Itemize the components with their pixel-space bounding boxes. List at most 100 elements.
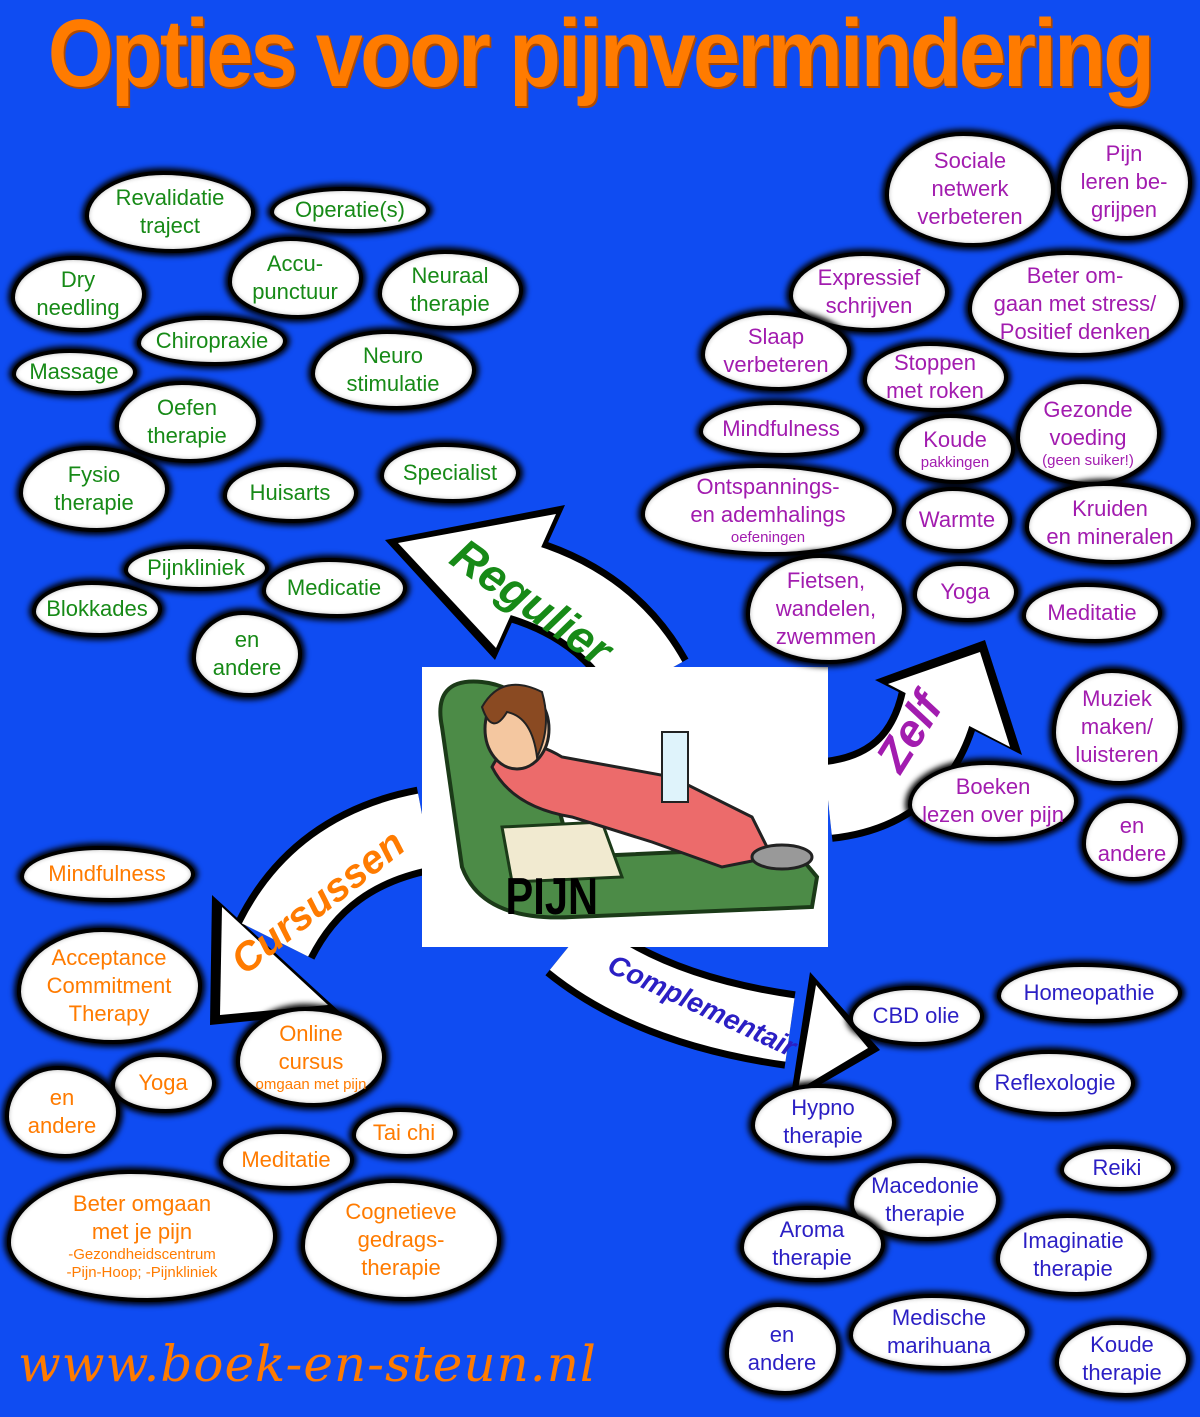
cloud-complementair-item: Homeopathie bbox=[996, 963, 1182, 1023]
cloud-label: Huisarts bbox=[249, 480, 331, 505]
cloud-cursussen-item: en andere bbox=[4, 1066, 120, 1158]
pijn-label: PIJN bbox=[505, 868, 599, 926]
cloud-zelf-item: Yoga bbox=[912, 562, 1018, 622]
cloud-regulier-item: en andere bbox=[192, 611, 302, 697]
cloud-label: Ontspannings- en ademhalings bbox=[690, 474, 846, 527]
cloud-zelf-item: Fietsen, wandelen, zwemmen bbox=[746, 554, 906, 664]
cloud-zelf-item: Gezonde voeding (geen suiker!) bbox=[1015, 380, 1161, 486]
cloud-zelf-item: Kruiden en mineralen bbox=[1025, 482, 1195, 564]
cloud-zelf-item: Warmte bbox=[902, 487, 1012, 553]
cloud-label: Warmte bbox=[918, 507, 996, 532]
cloud-regulier-item: Specialist bbox=[380, 443, 520, 503]
cloud-label: Hypno therapie bbox=[783, 1095, 863, 1148]
cloud-label: Massage bbox=[29, 359, 119, 384]
cloud-label: Accu- punctuur bbox=[252, 251, 338, 304]
cloud-label: Cognetieve gedrags- therapie bbox=[345, 1199, 457, 1280]
cloud-label: Mindfulness bbox=[48, 861, 166, 886]
cloud-label: Yoga bbox=[940, 579, 990, 604]
cloud-label: en andere bbox=[1097, 813, 1167, 866]
cloud-cursussen-item: Online cursus omgaan met pijn bbox=[236, 1007, 386, 1107]
cloud-label: Oefen therapie bbox=[147, 395, 227, 448]
cloud-sublabel: (geen suiker!) bbox=[1042, 452, 1134, 469]
cloud-label: Beter om- gaan met stress/ Positief denk… bbox=[993, 263, 1157, 344]
cloud-cursussen-item: Yoga bbox=[110, 1053, 216, 1113]
cloud-complementair-item: Hypno therapie bbox=[750, 1084, 896, 1160]
cloud-cursussen-item: Cognetieve gedrags- therapie bbox=[301, 1179, 501, 1301]
cloud-label: Chiropraxie bbox=[155, 328, 269, 353]
cloud-label: Imaginatie therapie bbox=[1022, 1228, 1124, 1281]
cloud-label: Revalidatie traject bbox=[115, 185, 225, 238]
cloud-label: Beter omgaan met je pijn bbox=[72, 1191, 212, 1244]
cloud-label: Muziek maken/ luisteren bbox=[1075, 686, 1159, 767]
cloud-label: Pijn leren be- grijpen bbox=[1080, 141, 1168, 222]
cloud-label: Acceptance Commitment Therapy bbox=[46, 945, 172, 1026]
cloud-zelf-item: Ontspannings- en ademhalings oefeningen bbox=[640, 464, 896, 556]
cloud-zelf-item: Sociale netwerk verbeteren bbox=[885, 131, 1055, 247]
cloud-zelf-item: Stoppen met roken bbox=[862, 342, 1008, 412]
cloud-label: Stoppen met roken bbox=[886, 350, 984, 403]
cloud-label: Reflexologie bbox=[994, 1070, 1116, 1095]
cloud-label: Slaap verbeteren bbox=[723, 324, 829, 377]
cloud-zelf-item: en andere bbox=[1082, 799, 1182, 881]
cloud-complementair-item: Imaginatie therapie bbox=[995, 1214, 1151, 1296]
cloud-regulier-item: Revalidatie traject bbox=[85, 171, 255, 253]
cloud-zelf-item: Boeken lezen over pijn bbox=[908, 761, 1078, 841]
arrow-complementair bbox=[545, 914, 880, 1102]
cloud-regulier-item: Huisarts bbox=[222, 463, 358, 523]
recliner-person-illustration bbox=[438, 679, 820, 920]
cloud-regulier-item: Medicatie bbox=[261, 558, 407, 618]
website-url[interactable]: www.boek-en-steun.nl bbox=[18, 1335, 597, 1393]
cloud-label: Online cursus bbox=[278, 1021, 344, 1074]
cloud-regulier-item: Oefen therapie bbox=[114, 381, 260, 463]
cloud-regulier-item: Chiropraxie bbox=[137, 316, 287, 366]
cloud-complementair-item: Macedonie therapie bbox=[850, 1159, 1000, 1241]
cloud-regulier-item: Pijnkliniek bbox=[123, 545, 269, 591]
cloud-cursussen-item: Tai chi bbox=[351, 1108, 457, 1158]
cloud-label: Sociale netwerk verbeteren bbox=[917, 148, 1023, 229]
cloud-label: en andere bbox=[747, 1322, 817, 1375]
cloud-sublabel: -Gezondheidscentrum -Pijn-Hoop; -Pijnkli… bbox=[66, 1246, 218, 1281]
cloud-zelf-item: Mindfulness bbox=[698, 401, 864, 457]
cloud-label: Expressief schrijven bbox=[817, 265, 921, 318]
cloud-label: CBD olie bbox=[872, 1003, 960, 1028]
cloud-sublabel: pakkingen bbox=[920, 454, 990, 471]
cloud-sublabel: omgaan met pijn bbox=[255, 1076, 367, 1093]
cloud-label: Neuraal therapie bbox=[410, 263, 490, 316]
cloud-complementair-item: Reiki bbox=[1059, 1145, 1175, 1191]
cloud-label: Blokkades bbox=[46, 596, 148, 621]
arrow-regulier bbox=[385, 505, 689, 703]
cloud-complementair-item: CBD olie bbox=[848, 986, 984, 1046]
cloud-label: Fietsen, wandelen, zwemmen bbox=[775, 568, 877, 649]
cloud-sublabel: oefeningen bbox=[730, 529, 806, 546]
cloud-label: Reiki bbox=[1092, 1155, 1142, 1180]
cloud-regulier-item: Neuraal therapie bbox=[377, 250, 523, 330]
cloud-zelf-item: Meditatie bbox=[1022, 583, 1162, 643]
cloud-complementair-item: Koude therapie bbox=[1054, 1321, 1190, 1397]
cloud-label: Medische marihuana bbox=[887, 1305, 991, 1358]
cloud-label: Macedonie therapie bbox=[871, 1173, 979, 1226]
cloud-zelf-item: Muziek maken/ luisteren bbox=[1052, 669, 1182, 785]
cloud-label: Homeopathie bbox=[1023, 980, 1155, 1005]
cloud-cursussen-item: Beter omgaan met je pijn-Gezondheidscent… bbox=[7, 1170, 277, 1302]
cloud-regulier-item: Dry needling bbox=[10, 256, 146, 332]
cloud-label: Kruiden en mineralen bbox=[1046, 496, 1174, 549]
cloud-label: en andere bbox=[27, 1085, 97, 1138]
cloud-zelf-item: Slaap verbeteren bbox=[701, 311, 851, 391]
cloud-label: Gezonde voeding bbox=[1043, 397, 1133, 450]
cloud-label: Neuro stimulatie bbox=[346, 343, 440, 396]
cloud-label: Yoga bbox=[138, 1070, 188, 1095]
cloud-cursussen-item: Acceptance Commitment Therapy bbox=[16, 928, 202, 1044]
cloud-regulier-item: Massage bbox=[11, 349, 137, 395]
arrow-cursussen bbox=[210, 786, 435, 1025]
arrow-zelf bbox=[822, 640, 1022, 842]
cloud-label: Dry needling bbox=[36, 267, 120, 320]
cloud-regulier-item: Neuro stimulatie bbox=[310, 330, 476, 410]
cloud-zelf-item: Pijn leren be- grijpen bbox=[1056, 124, 1192, 240]
cloud-regulier-item: Operatie(s) bbox=[270, 187, 430, 233]
cloud-label: Boeken lezen over pijn bbox=[922, 774, 1064, 827]
cloud-label: Pijnkliniek bbox=[147, 555, 245, 580]
cloud-cursussen-item: Meditatie bbox=[218, 1130, 354, 1190]
cloud-label: Operatie(s) bbox=[294, 197, 406, 222]
